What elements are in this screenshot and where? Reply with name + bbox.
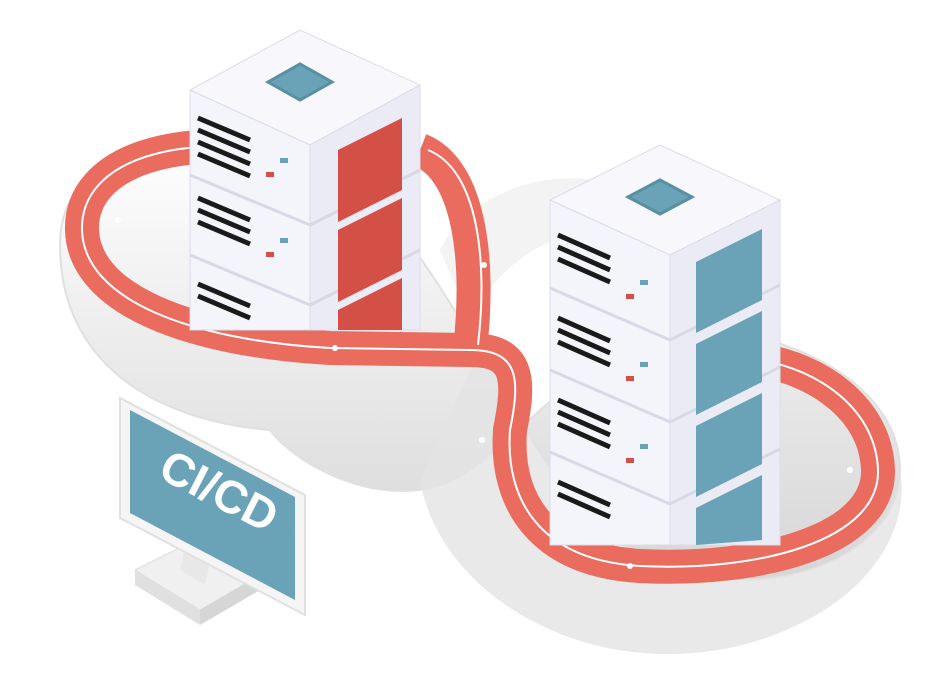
server-rack-left: [188, 29, 422, 331]
server-rack-right: [548, 144, 782, 546]
monitor-icon: CI/CD: [119, 396, 306, 625]
infinity-track: [65, 129, 895, 584]
track-arrows: [115, 217, 853, 569]
